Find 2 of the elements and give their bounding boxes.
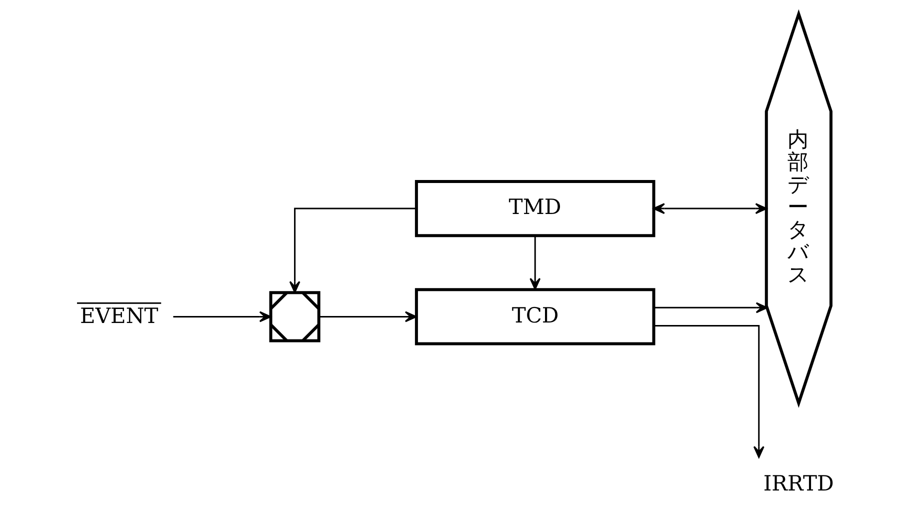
node-text: EVENT (80, 303, 158, 328)
node-text: IRRTD (763, 470, 834, 496)
